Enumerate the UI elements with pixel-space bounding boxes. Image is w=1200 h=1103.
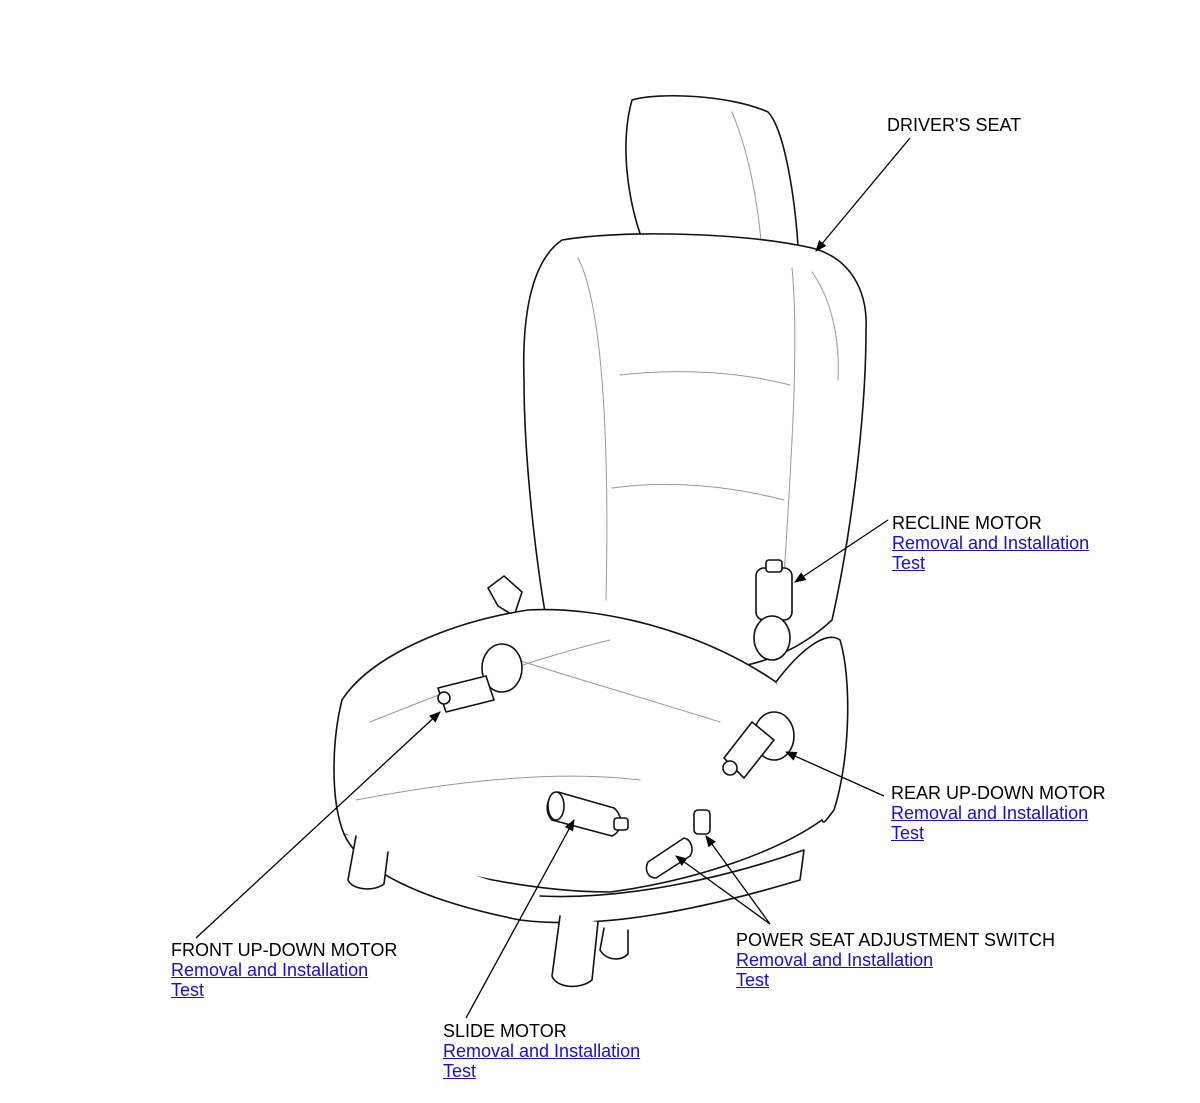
seatbelt-buckle: [487, 575, 523, 617]
power-seat-switch-label: POWER SEAT ADJUSTMENT SWITCH: [736, 930, 1056, 950]
slide-motor-removal-link[interactable]: Removal and Installation: [443, 1041, 641, 1061]
recline-motor-removal-link[interactable]: Removal and Installation: [892, 533, 1090, 553]
callout-power-seat-switch: POWER SEAT ADJUSTMENT SWITCH Removal and…: [736, 930, 1055, 990]
drivers-seat-label: DRIVER'S SEAT: [887, 115, 1022, 135]
leader-front-updown-motor: [195, 711, 441, 939]
recline-motor-part: [753, 559, 793, 661]
recline-motor-label: RECLINE MOTOR: [892, 513, 1042, 533]
leader-drivers-seat: [815, 137, 911, 252]
front-updown-motor-label: FRONT UP-DOWN MOTOR: [171, 940, 398, 960]
slide-motor-part: [546, 791, 629, 837]
backrest: [522, 233, 867, 673]
rear-updown-motor-removal-link[interactable]: Removal and Installation: [891, 803, 1089, 823]
rear-updown-motor-test-link[interactable]: Test: [891, 823, 925, 843]
recline-motor-test-link[interactable]: Test: [892, 553, 926, 573]
power-seat-switch-test-link[interactable]: Test: [736, 970, 770, 990]
leader-rear-updown-motor: [784, 751, 885, 797]
slide-motor-label: SLIDE MOTOR: [443, 1021, 567, 1041]
front-updown-motor-removal-link[interactable]: Removal and Installation: [171, 960, 369, 980]
slide-motor-test-link[interactable]: Test: [443, 1061, 477, 1081]
front-updown-motor-test-link[interactable]: Test: [171, 980, 205, 1000]
side-trim: [775, 636, 849, 823]
power-seat-switch-removal-link[interactable]: Removal and Installation: [736, 950, 934, 970]
seat-leg-rear: [551, 915, 599, 988]
power-seat-switch-part: [645, 809, 711, 879]
callout-rear-updown-motor: REAR UP-DOWN MOTOR Removal and Installat…: [891, 783, 1106, 843]
rear-updown-motor-label: REAR UP-DOWN MOTOR: [891, 783, 1106, 803]
callout-front-updown-motor: FRONT UP-DOWN MOTOR Removal and Installa…: [171, 940, 397, 1000]
callout-recline-motor: RECLINE MOTOR Removal and Installation T…: [892, 513, 1089, 573]
seat-leg-rear-2: [599, 927, 629, 960]
leader-power-switch-b: [705, 835, 771, 925]
leader-slide-motor: [465, 818, 575, 1019]
rear-updown-motor-part: [722, 711, 795, 779]
leader-power-switch-a: [675, 855, 771, 925]
callout-drivers-seat: DRIVER'S SEAT: [887, 115, 1021, 135]
callout-slide-motor: SLIDE MOTOR Removal and Installation Tes…: [443, 1021, 640, 1081]
leader-recline-motor: [794, 519, 889, 583]
front-updown-motor-part: [437, 643, 523, 713]
seat-frame: [343, 833, 805, 924]
seat-leg-front: [347, 835, 389, 890]
